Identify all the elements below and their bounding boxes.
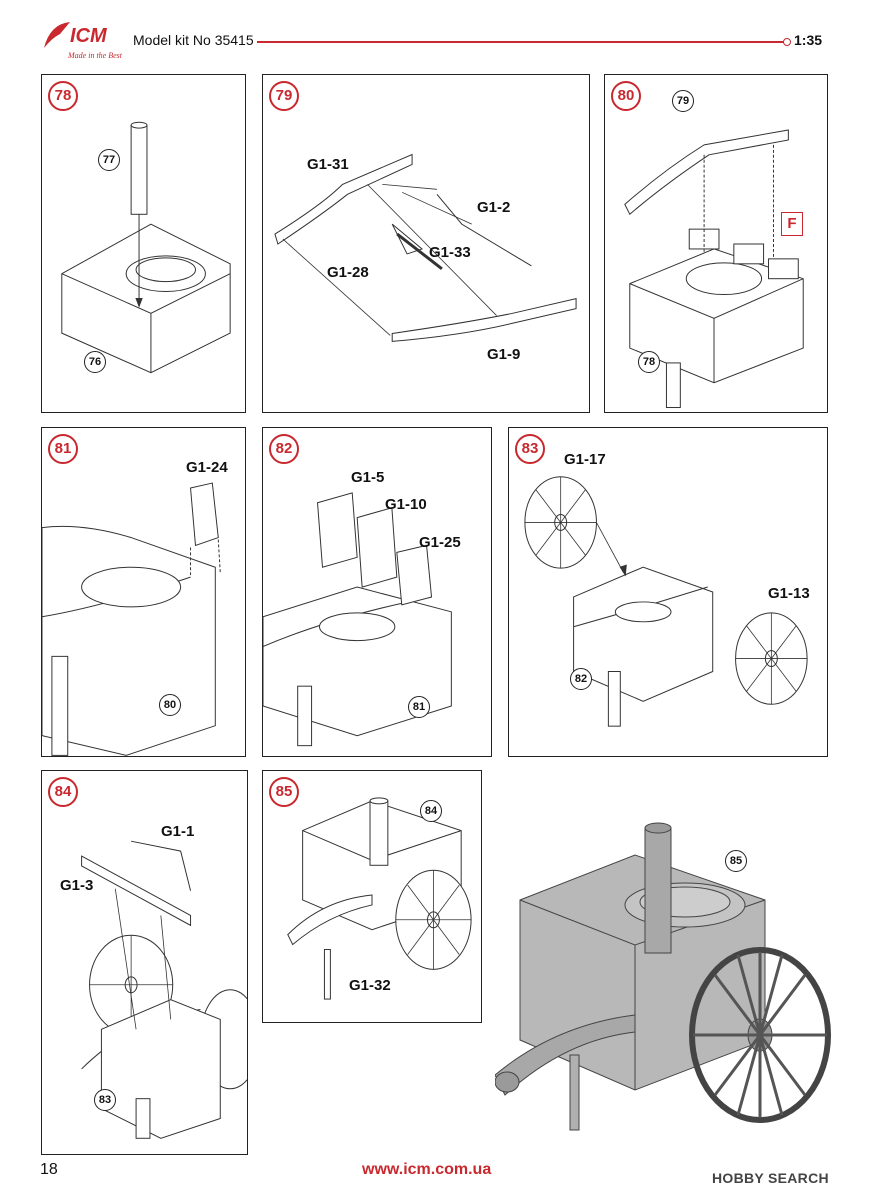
model-kit-label: Model kit No 35415 [133, 32, 254, 48]
part-g1-28: G1-28 [327, 264, 369, 281]
hobby-search-watermark: HOBBY SEARCH [712, 1170, 829, 1186]
ref-79: 79 [672, 90, 694, 112]
ref-84: 84 [420, 800, 442, 822]
step-83-number: 83 [515, 434, 545, 464]
part-g1-1: G1-1 [161, 823, 195, 840]
step-81-panel: 81 G1-24 80 [41, 427, 246, 757]
marker-f: F [781, 212, 803, 236]
step-78-panel: 78 77 76 [41, 74, 246, 413]
step-79-number: 79 [269, 81, 299, 111]
final-assembly: 85 [494, 810, 840, 1135]
page-number: 18 [40, 1161, 58, 1178]
part-g1-25: G1-25 [419, 534, 461, 551]
step-83-panel: 83 G1-17 G1-13 82 [508, 427, 828, 757]
ref-77: 77 [98, 149, 120, 171]
step-85-panel: 85 84 G1-32 [262, 770, 482, 1023]
step-83-illustration [524, 476, 808, 727]
part-g1-32: G1-32 [349, 977, 391, 994]
step-78-number: 78 [48, 81, 78, 111]
header-rule [257, 41, 784, 43]
scale-label: 1:35 [794, 32, 823, 48]
step-84-illustration [81, 840, 247, 1139]
step-78-illustration [61, 121, 231, 374]
ref-78: 78 [638, 351, 660, 373]
brand-tagline: Made in the Best [67, 51, 122, 60]
step-81-illustration [42, 482, 221, 756]
step-85-number: 85 [269, 777, 299, 807]
part-g1-10: G1-10 [385, 496, 427, 513]
website-link[interactable]: www.icm.com.ua [362, 1161, 492, 1178]
ref-82: 82 [570, 668, 592, 690]
step-82-panel: 82 G1-5 G1-10 G1-25 81 [262, 427, 492, 757]
part-g1-17: G1-17 [564, 451, 606, 468]
icm-logo: ICM Made in the Best [40, 18, 123, 68]
step-84-panel: 84 G1-1 G1-3 83 [41, 770, 248, 1155]
header-rule-cap [783, 38, 791, 46]
step-79-illustration [274, 153, 577, 342]
part-g1-33: G1-33 [429, 244, 471, 261]
ref-81: 81 [408, 696, 430, 718]
ref-76: 76 [84, 351, 106, 373]
ref-83: 83 [94, 1089, 116, 1111]
step-79-panel: 79 G1-31 G1-2 G1-33 G1-28 G1-9 [262, 74, 590, 413]
part-g1-2: G1-2 [477, 199, 511, 216]
step-81-number: 81 [48, 434, 78, 464]
part-g1-13: G1-13 [768, 585, 810, 602]
brand-text: ICM [70, 25, 108, 47]
step-82-illustration [263, 492, 452, 747]
part-g1-5: G1-5 [351, 469, 385, 486]
step-80-illustration [624, 129, 804, 409]
ref-80: 80 [159, 694, 181, 716]
part-g1-3: G1-3 [60, 877, 94, 894]
step-80-number: 80 [611, 81, 641, 111]
final-assembly-illustration [494, 822, 831, 1131]
part-g1-9: G1-9 [487, 346, 521, 363]
part-g1-31: G1-31 [307, 156, 349, 173]
step-85-illustration [287, 797, 472, 1000]
part-g1-24: G1-24 [186, 459, 228, 476]
step-82-number: 82 [269, 434, 299, 464]
step-80-panel: 80 79 F 78 [604, 74, 828, 413]
step-84-number: 84 [48, 777, 78, 807]
ref-85: 85 [725, 850, 747, 872]
